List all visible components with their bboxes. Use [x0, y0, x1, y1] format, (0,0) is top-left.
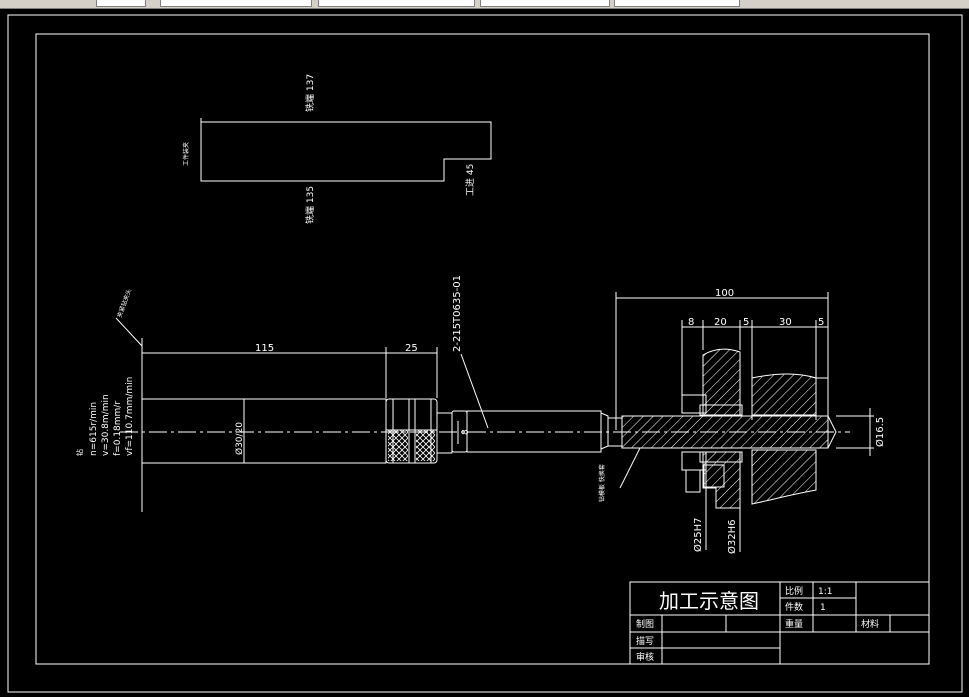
part-step-label: 工进 45 [465, 164, 476, 196]
tool-dia-label: Ø30/20 [234, 422, 245, 455]
param-tag: 钻 [75, 449, 84, 456]
reviewed-label: 审核 [636, 651, 654, 663]
part-top-label: 铣端 137 [304, 74, 316, 112]
cutting-params: 钻 n=615r/min v=30.8m/min f=0.18mm/r vf=1… [75, 377, 135, 456]
fixture-dim-100: 100 [715, 288, 734, 299]
part-outline: 铣端 137 铣端 135 工件装夹 工进 45 [182, 74, 492, 224]
cad-drawing: 铣端 137 铣端 135 工件装夹 工进 45 钻 n=615r/min v=… [7, 14, 963, 693]
fixture-dim-5a: 5 [743, 317, 749, 328]
drawing-canvas[interactable]: 铣端 137 铣端 135 工件装夹 工进 45 钻 n=615r/min v=… [0, 9, 969, 697]
checked-label: 描写 [636, 635, 654, 647]
toolbar-field-1[interactable] [96, 0, 146, 7]
weight-label: 重量 [785, 618, 803, 630]
count-label: 件数 [785, 601, 803, 613]
tool-assembly: 夹紧钻夹头 115 25 Ø30/20 8 2-215T0635-01 [115, 275, 850, 512]
drawn-label: 制图 [636, 618, 654, 630]
count-value: 1 [820, 603, 826, 613]
part-bottom-label: 铣端 135 [304, 186, 316, 224]
sheet-inner-border [35, 33, 930, 665]
material-label: 材料 [861, 618, 879, 630]
title-block: 加工示意图 比例 1:1 件数 1 制图 描写 审核 重量 材料 [629, 581, 930, 665]
fixture-dim-20: 20 [714, 317, 727, 328]
scale-value: 1:1 [818, 587, 832, 597]
param-v: v=30.8m/min [101, 394, 111, 456]
cad-toolbar [0, 0, 969, 9]
title-block-title: 加工示意图 [659, 589, 759, 613]
fixture-dim-8: 8 [688, 317, 694, 328]
sheet-outer-border [7, 14, 963, 693]
toolbar-field-2[interactable] [160, 0, 312, 7]
part-side-label: 工件装夹 [182, 142, 190, 166]
toolbar-field-4[interactable] [480, 0, 610, 7]
fixture-leader-label: 钻模板 快换套 [598, 464, 606, 502]
toolbar-field-3[interactable] [318, 0, 475, 7]
fixture-dia-25: Ø25H7 [692, 518, 704, 552]
param-f: f=0.18mm/r [113, 401, 123, 456]
tool-dim-8: 8 [461, 429, 471, 435]
dim-25: 25 [405, 343, 418, 354]
dim-115: 115 [255, 343, 274, 354]
param-vf: vf=110.7mm/min [125, 377, 135, 456]
param-n: n=615r/min [89, 402, 99, 456]
fixture-dim-30: 30 [779, 317, 792, 328]
fixture-dia-right: Ø16.5 [874, 417, 886, 447]
fixture-section: 100 8 20 5 30 5 Ø16.5 钻模板 [598, 288, 886, 554]
fixture-dia-32: Ø32H6 [726, 520, 738, 554]
tool-part-number: 2-215T0635-01 [452, 275, 463, 352]
scale-label: 比例 [785, 585, 803, 597]
toolbar-field-5[interactable] [614, 0, 740, 7]
fixture-dim-5b: 5 [818, 317, 824, 328]
tool-leader-label: 夹紧钻夹头 [115, 288, 133, 319]
